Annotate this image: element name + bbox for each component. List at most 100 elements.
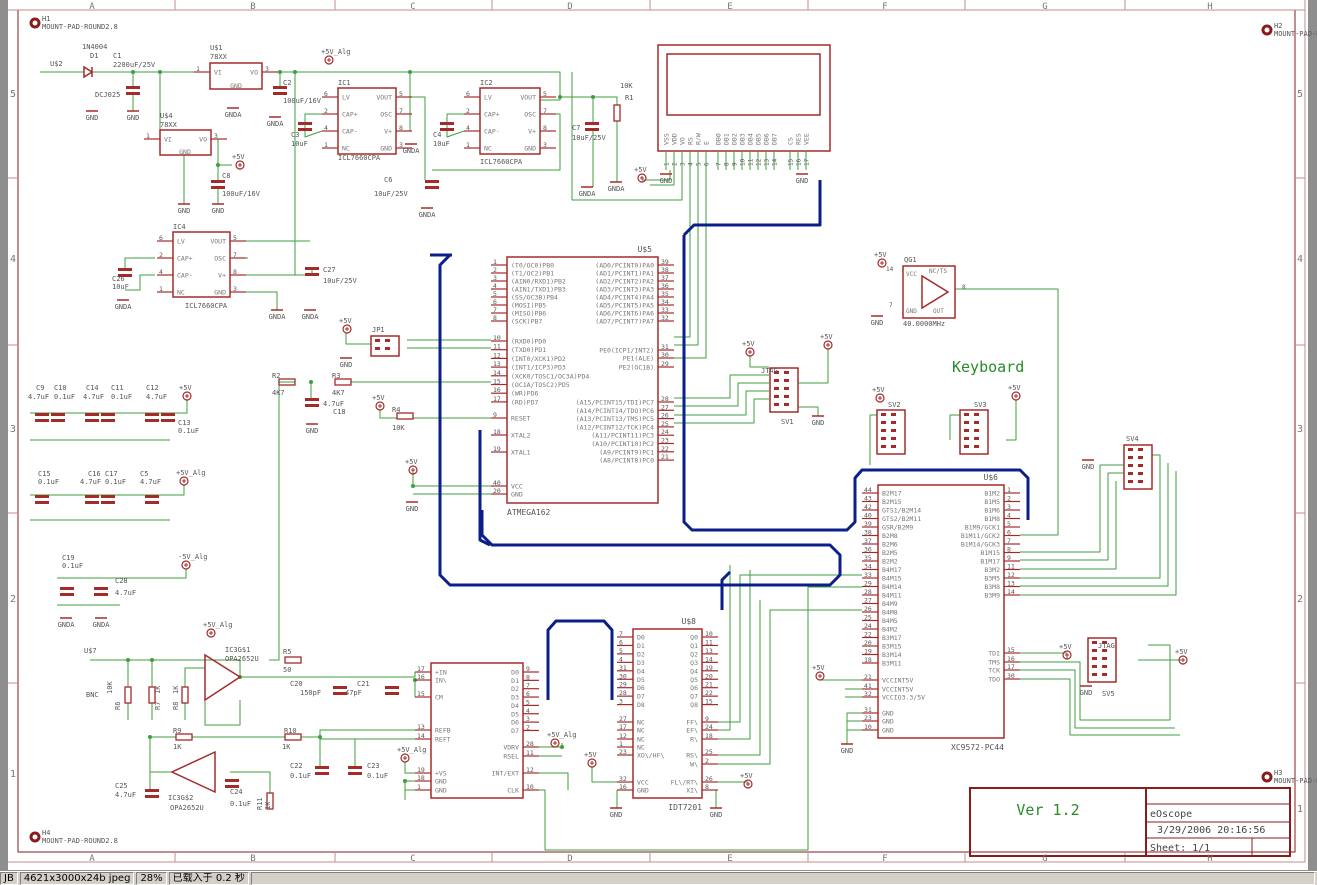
pin-number: 27 bbox=[661, 403, 669, 411]
supply-icon bbox=[875, 393, 885, 403]
wire bbox=[204, 690, 241, 726]
pin-number: 23 bbox=[619, 748, 627, 756]
header-pin bbox=[974, 429, 979, 432]
pin-number: 6 bbox=[324, 90, 328, 98]
mount-pad-icon bbox=[1261, 771, 1273, 783]
pin-number: 16 bbox=[493, 386, 501, 394]
pin-number: 35 bbox=[661, 290, 669, 298]
pin-number: 12 bbox=[493, 351, 501, 359]
lcd-pin-number: 16 bbox=[796, 158, 803, 166]
bus bbox=[682, 235, 1030, 532]
row-label: 5 bbox=[10, 89, 16, 100]
pin-name: B3M14 bbox=[882, 651, 902, 659]
pin-name: TDI bbox=[988, 650, 1000, 658]
supply-label: +5V bbox=[232, 153, 245, 161]
pin-number: 33 bbox=[864, 571, 872, 579]
pin-name: W\ bbox=[690, 761, 698, 769]
header-pin bbox=[774, 403, 779, 406]
capacitor-plate bbox=[145, 495, 159, 498]
pin-name: Q0 bbox=[690, 634, 698, 642]
supply-label: GNDA bbox=[267, 120, 285, 128]
wire bbox=[446, 113, 465, 138]
pin-name: (INT0/XCK1)PD2 bbox=[511, 355, 566, 363]
supply-label: GNDA bbox=[269, 313, 287, 321]
pin-name: NC bbox=[637, 727, 645, 735]
wire bbox=[301, 729, 415, 738]
part-value-c21: 47pF bbox=[345, 689, 362, 697]
supply-label: GND bbox=[406, 505, 419, 513]
header-pin bbox=[1128, 448, 1133, 451]
capacitor-plate bbox=[425, 180, 439, 183]
part-value-c6: 10uF/25V bbox=[374, 190, 409, 198]
pin-number: 31 bbox=[864, 706, 872, 714]
lcd-pin-number: 6 bbox=[704, 162, 711, 166]
wire bbox=[718, 609, 862, 765]
pin-number: 8 bbox=[1007, 546, 1011, 554]
part-ref-c20: C20 bbox=[290, 680, 303, 688]
chip-ref: U$8 bbox=[682, 617, 697, 626]
supply-label: GNDA bbox=[93, 621, 111, 629]
pin-name: FL\/RT\ bbox=[671, 779, 698, 787]
part-ref-u4: U$4 bbox=[160, 112, 173, 120]
pin-number: 17 bbox=[1007, 663, 1015, 671]
part-ref-c6: C6 bbox=[384, 176, 392, 184]
supply-label: GND bbox=[796, 177, 809, 185]
pin-name: B2M8 bbox=[882, 532, 898, 540]
pin-name: VI bbox=[164, 136, 172, 144]
lcd-pin-number: 8 bbox=[724, 162, 731, 166]
supply-label: GNDA bbox=[579, 190, 597, 198]
pin-name: B4M14 bbox=[882, 583, 902, 591]
supply-label: +5V bbox=[1008, 384, 1021, 392]
part-ref-r11: R11 bbox=[256, 797, 264, 810]
pin-name: B1M2 bbox=[984, 490, 1000, 498]
pin-number: 12 bbox=[1007, 571, 1015, 579]
pin-number: 28 bbox=[619, 689, 627, 697]
supply-label: +5V bbox=[584, 751, 597, 759]
part-ref-c1: C1 bbox=[113, 52, 121, 60]
supply-label: -5V_Alg bbox=[178, 553, 208, 561]
supply-label: GND bbox=[660, 177, 673, 185]
part-value-r3: 4K7 bbox=[332, 389, 345, 397]
supply-label: GNDA bbox=[302, 313, 320, 321]
part-ref-sv4: SV4 bbox=[1126, 435, 1139, 443]
pin-number: 13 bbox=[417, 723, 425, 731]
wire bbox=[1020, 463, 1169, 587]
column-label: B bbox=[250, 854, 255, 864]
pin-name: (OC1A/TOSC2)PD5 bbox=[511, 381, 570, 389]
pin-number: 3 bbox=[399, 141, 403, 149]
supply-label: +5V bbox=[872, 386, 885, 394]
part-ref-c18: C18 bbox=[333, 408, 346, 416]
header-pin bbox=[1138, 472, 1143, 475]
wire bbox=[184, 667, 205, 687]
part-ref-c7: C7 bbox=[572, 124, 580, 132]
pin-name: B1M8 bbox=[984, 515, 1000, 523]
pin-name: B3M11 bbox=[882, 660, 902, 668]
pin-number: 25 bbox=[705, 748, 713, 756]
part-ref-c25: C25 bbox=[115, 782, 128, 790]
junction-dot bbox=[403, 779, 407, 783]
pin-number: 5 bbox=[543, 90, 547, 98]
pin-number: 32 bbox=[864, 690, 872, 698]
capacitor-plate bbox=[85, 413, 99, 416]
pin-number: 8 bbox=[962, 284, 966, 291]
pin-number: 31 bbox=[619, 664, 627, 672]
wire bbox=[798, 349, 829, 384]
pin-number: 15 bbox=[1007, 646, 1015, 654]
wire bbox=[1020, 678, 1180, 736]
pin-number: 9 bbox=[526, 665, 530, 673]
supply-label: GND bbox=[871, 319, 884, 327]
part-value-c18: 4.7uF bbox=[323, 400, 344, 408]
part-ref-ic2: IC2 bbox=[480, 79, 493, 87]
pin-name: B4M17 bbox=[882, 566, 902, 574]
capacitor-plate bbox=[333, 686, 347, 689]
pin-name: VCCINT5V bbox=[882, 686, 913, 694]
pin-number: 2 bbox=[324, 107, 328, 115]
part-value-c27: 10uF/25V bbox=[323, 277, 358, 285]
mount-pad-value: MOUNT-PAD-ROUND2.8 bbox=[42, 23, 118, 31]
column-label: E bbox=[727, 854, 732, 864]
part-value-u2: DCJ025 bbox=[95, 91, 120, 99]
bus bbox=[682, 180, 822, 237]
pin-name: B1M14/GCK3 bbox=[961, 541, 1000, 549]
pin-name: GND bbox=[435, 778, 447, 786]
wire bbox=[949, 414, 960, 440]
